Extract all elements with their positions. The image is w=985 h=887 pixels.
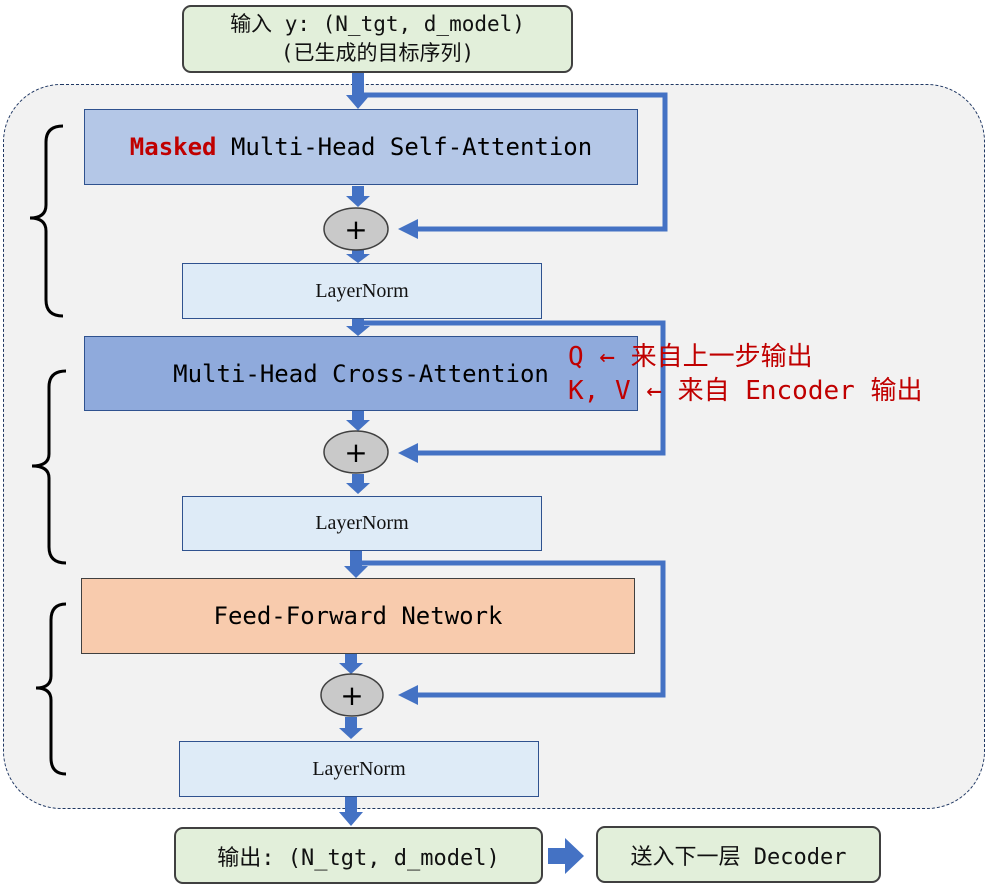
layernorm-1-label: LayerNorm bbox=[315, 279, 409, 302]
layernorm-2-label: LayerNorm bbox=[315, 512, 409, 534]
layernorm-1: LayerNorm bbox=[182, 263, 542, 319]
adder-2: + bbox=[323, 430, 389, 474]
adder-1-symbol: + bbox=[344, 213, 367, 246]
arrow-adder-3-to-layernorm-3 bbox=[339, 717, 363, 739]
input-sublabel: (已生成的目标序列) bbox=[280, 41, 475, 65]
adder-2-symbol: + bbox=[344, 436, 367, 469]
arrow-adder-1-to-layernorm-1 bbox=[346, 250, 370, 263]
adder-3: + bbox=[320, 673, 384, 717]
self-attention-title: Multi-Head Self-Attention bbox=[230, 133, 593, 161]
residual-path-1 bbox=[360, 92, 668, 239]
output-box: 输出: (N_tgt, d_model) bbox=[174, 827, 543, 884]
output-label: 输出: (N_tgt, d_model) bbox=[217, 845, 500, 871]
next-decoder-box: 送入下一层 Decoder bbox=[596, 826, 881, 883]
main-flow-arrows bbox=[339, 73, 584, 874]
next-decoder-label: 送入下一层 Decoder bbox=[630, 844, 847, 870]
arrow-cross-attention-to-adder-2 bbox=[346, 411, 370, 431]
key-value-source-note: K, V ← 来自 Encoder 输出 bbox=[568, 376, 923, 406]
layernorm-2: LayerNorm bbox=[182, 496, 542, 551]
arrow-ffn-to-adder-3 bbox=[339, 654, 363, 674]
residual-path-3 bbox=[360, 560, 666, 705]
brace-feed-forward bbox=[35, 602, 67, 776]
residual-path-2 bbox=[360, 320, 666, 463]
adder-3-symbol: + bbox=[340, 679, 363, 712]
feed-forward-block: Feed-Forward Network bbox=[81, 578, 635, 654]
feed-forward-title: Feed-Forward Network bbox=[213, 602, 503, 630]
decoder-block-frame bbox=[3, 84, 985, 809]
arrow-output-to-next-layer bbox=[548, 838, 584, 874]
arrow-adder-2-to-layernorm-2 bbox=[346, 474, 370, 494]
arrow-layernorm-2-to-ffn bbox=[344, 551, 368, 578]
arrow-layernorm-1-to-cross-attention bbox=[346, 319, 370, 336]
arrow-layernorm-3-to-output bbox=[339, 797, 363, 826]
brace-cross-attention bbox=[31, 369, 67, 565]
input-label: 输入 y: (N_tgt, d_model) bbox=[230, 12, 525, 36]
layernorm-3-label: LayerNorm bbox=[312, 757, 406, 780]
query-source-note: Q ← 来自上一步输出 bbox=[568, 342, 813, 372]
adder-1: + bbox=[323, 207, 389, 251]
cross-attention-block: Multi-Head Cross-Attention bbox=[84, 336, 638, 411]
cross-attention-title: Multi-Head Cross-Attention bbox=[173, 359, 549, 388]
masked-self-attention-block: Masked Multi-Head Self-Attention bbox=[84, 109, 638, 185]
masked-keyword: Masked bbox=[129, 133, 217, 161]
arrow-self-attention-to-adder-1 bbox=[346, 186, 370, 207]
brace-self-attention bbox=[29, 124, 64, 318]
input-box: 输入 y: (N_tgt, d_model) (已生成的目标序列) bbox=[182, 5, 573, 73]
layernorm-3: LayerNorm bbox=[179, 741, 539, 797]
arrow-input-to-self-attention bbox=[346, 73, 370, 109]
